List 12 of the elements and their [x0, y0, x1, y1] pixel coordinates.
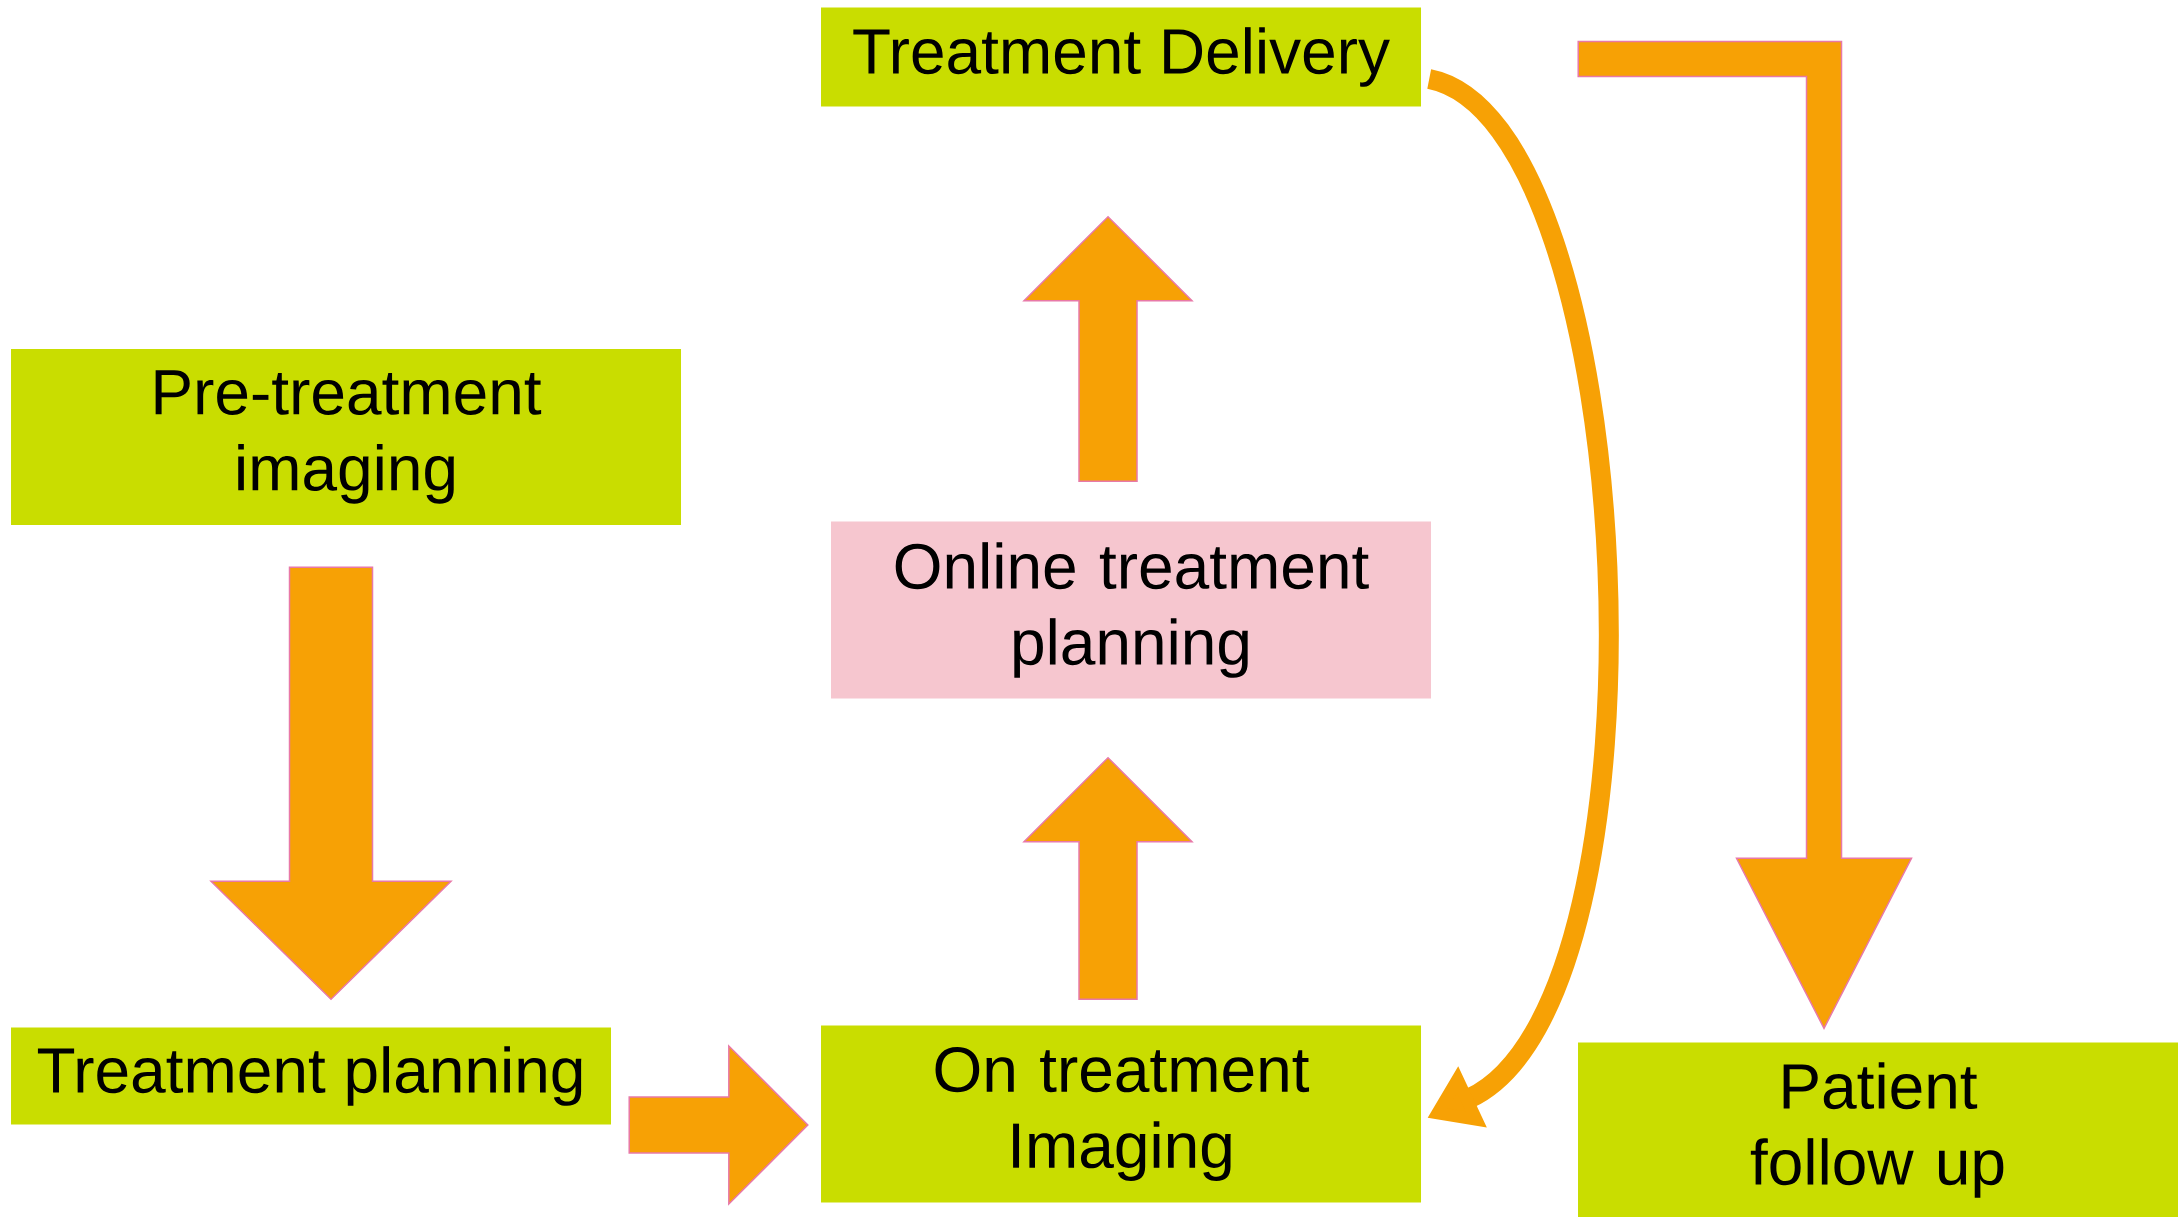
arrow — [1424, 70, 1618, 1128]
process-box: Treatment planning — [11, 1027, 611, 1125]
arrow — [209, 566, 453, 1001]
process-box: Treatment Delivery — [821, 7, 1421, 107]
process-box: Online treatment planning — [831, 521, 1431, 699]
process-box: On treatment Imaging — [821, 1025, 1421, 1203]
process-box: Patient follow up — [1578, 1042, 2178, 1217]
arrow — [1022, 215, 1194, 483]
arrow — [1577, 40, 1913, 1030]
process-box: Pre-treatment imaging — [11, 349, 681, 525]
arrow — [1022, 756, 1194, 1001]
arrow — [628, 1044, 809, 1206]
